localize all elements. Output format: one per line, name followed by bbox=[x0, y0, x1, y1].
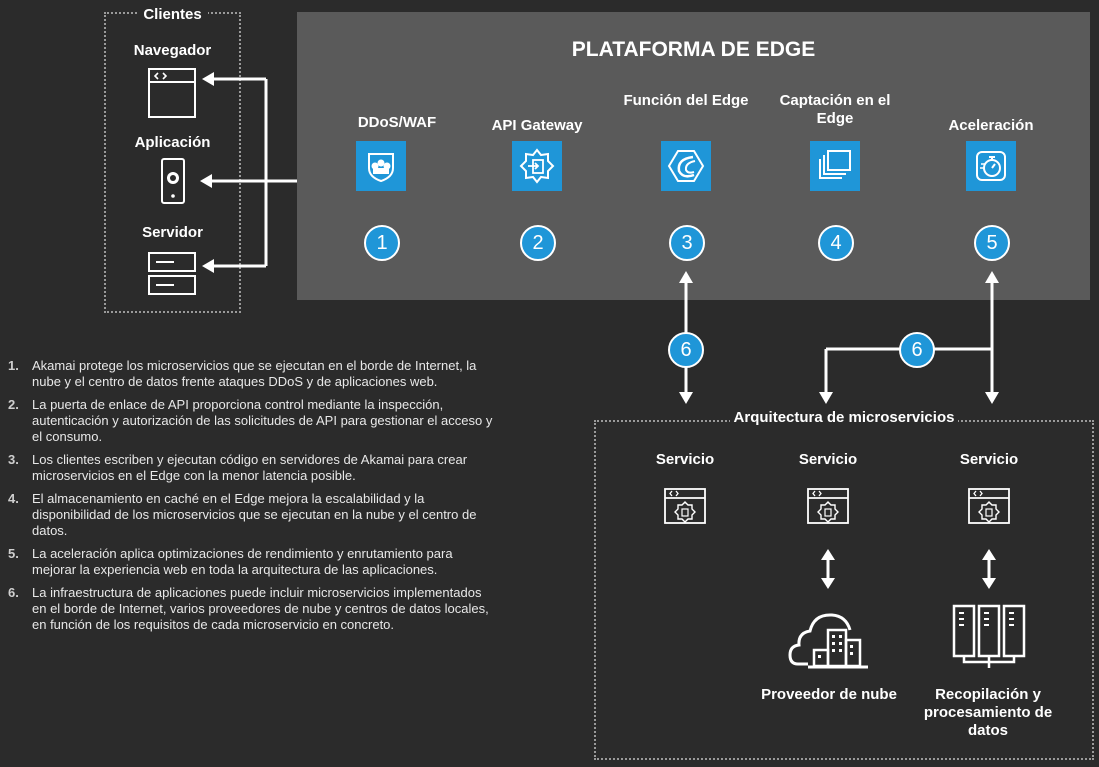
step-number-4: 4 bbox=[818, 225, 854, 261]
step-number-6-right: 6 bbox=[899, 332, 935, 368]
service-label-ddos-waf: DDoS/WAF bbox=[357, 114, 437, 131]
data-center-icon bbox=[952, 604, 1026, 668]
note-item: 5. La aceleración aplica optimizaciones d… bbox=[8, 546, 498, 578]
api-gateway-icon bbox=[512, 141, 562, 191]
backend-label-cloud: Proveedor de nube bbox=[761, 686, 897, 703]
note-text: La infraestructura de aplicaciones puede… bbox=[32, 585, 489, 632]
note-number: 1. bbox=[8, 358, 19, 373]
backend-label-data: Recopilación y procesamiento de datos bbox=[923, 686, 1053, 739]
clients-title: Clientes bbox=[104, 6, 241, 23]
platform-title: PLATAFORMA DE EDGE bbox=[571, 38, 816, 61]
note-number: 2. bbox=[8, 397, 19, 412]
note-text: Los clientes escriben y ejecutan código … bbox=[32, 452, 468, 483]
note-item: 2. La puerta de enlace de API proporciona… bbox=[8, 397, 498, 445]
service-label-api-gateway: API Gateway bbox=[491, 117, 583, 134]
architecture-title: Arquitectura de microservicios bbox=[594, 409, 1094, 426]
service-label-edge-function: Función del Edge bbox=[623, 92, 749, 109]
microservice-icon-1 bbox=[664, 488, 706, 524]
stopwatch-icon bbox=[966, 141, 1016, 191]
step-number-6-left: 6 bbox=[668, 332, 704, 368]
cloud-building-icon bbox=[788, 613, 868, 669]
note-number: 3. bbox=[8, 452, 19, 467]
client-label-app: Aplicación bbox=[134, 134, 211, 151]
microservice-icon-3 bbox=[968, 488, 1010, 524]
mobile-app-icon bbox=[161, 158, 185, 204]
browser-icon bbox=[148, 68, 196, 118]
client-label-server: Servidor bbox=[142, 224, 203, 241]
note-number: 6. bbox=[8, 585, 19, 600]
note-text: La aceleración aplica optimizaciones de … bbox=[32, 546, 453, 577]
note-text: Akamai protege los microservicios que se… bbox=[32, 358, 477, 389]
notes-list: 1. Akamai protege los microservicios que … bbox=[8, 358, 498, 640]
server-icon bbox=[148, 252, 196, 295]
shield-icon bbox=[356, 141, 406, 191]
step-number-3: 3 bbox=[669, 225, 705, 261]
step-number-5: 5 bbox=[974, 225, 1010, 261]
note-item: 6. La infraestructura de aplicaciones pue… bbox=[8, 585, 498, 633]
note-number: 4. bbox=[8, 491, 19, 506]
service-label-3: Servicio bbox=[959, 451, 1019, 468]
note-item: 3. Los clientes escriben y ejecutan códig… bbox=[8, 452, 498, 484]
service-label-acceleration: Aceleración bbox=[948, 117, 1034, 134]
note-item: 1. Akamai protege los microservicios que … bbox=[8, 358, 498, 390]
service-label-edge-caching: Captación en el Edge bbox=[779, 92, 891, 127]
edge-function-icon bbox=[661, 141, 711, 191]
note-text: La puerta de enlace de API proporciona c… bbox=[32, 397, 493, 444]
step-number-1: 1 bbox=[364, 225, 400, 261]
service-label-2: Servicio bbox=[798, 451, 858, 468]
edge-cache-icon bbox=[810, 141, 860, 191]
client-label-browser: Navegador bbox=[133, 42, 212, 59]
note-number: 5. bbox=[8, 546, 19, 561]
note-item: 4. El almacenamiento en caché en el Edge … bbox=[8, 491, 498, 539]
note-text: El almacenamiento en caché en el Edge me… bbox=[32, 491, 477, 538]
microservice-icon-2 bbox=[807, 488, 849, 524]
service-label-1: Servicio bbox=[655, 451, 715, 468]
step-number-2: 2 bbox=[520, 225, 556, 261]
